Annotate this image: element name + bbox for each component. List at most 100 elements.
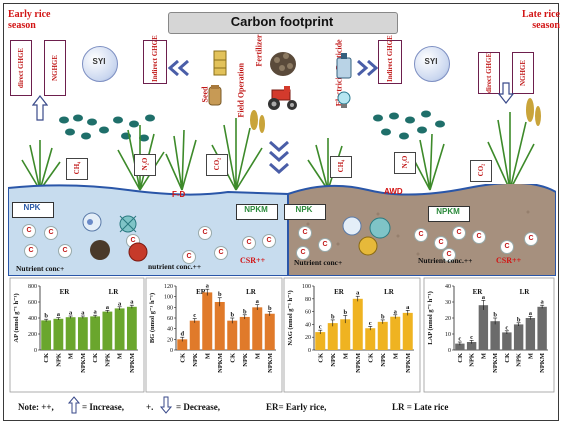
right-indirect-ghge-text: Indirect GHGE (386, 35, 394, 82)
bar (202, 292, 213, 350)
y-axis-label: NAG (nmol g⁻¹ h⁻¹) (287, 290, 294, 345)
group-label: ER (196, 288, 207, 296)
title-text: Carbon footprint (230, 14, 334, 29)
npk-left-box (12, 202, 54, 218)
npkm-left-box (236, 204, 278, 220)
y-tick-label: 0 (34, 348, 37, 354)
bar (513, 324, 524, 350)
fd-regime-text: F-D (172, 190, 186, 199)
significance-letter: b (343, 309, 347, 316)
seed-bag-icon (208, 85, 222, 106)
npkm-right-text: NPKM (436, 207, 460, 216)
significance-letter: b (331, 313, 335, 320)
note-decrease: = Decrease, (176, 402, 220, 412)
category-label: CK (43, 353, 50, 363)
nutrient-label-3: Nutrient conc+ (294, 258, 343, 267)
bar (41, 320, 52, 350)
significance-letter: a (118, 300, 122, 307)
significance-letter: a (482, 294, 486, 301)
category-label: M (527, 353, 534, 359)
early-season-label: Early rice season (8, 9, 51, 31)
ch4-label-right: CH₄ (330, 156, 352, 178)
bar (390, 316, 401, 350)
left-syi-circle (82, 46, 118, 82)
note-prefix: Note: ++, (18, 402, 54, 412)
category-label: NPK (469, 353, 476, 367)
category-label: NPK (242, 353, 249, 367)
y-tick-label: 800 (28, 284, 37, 290)
significance-letter: a (130, 299, 134, 306)
significance-letter: c (319, 324, 322, 331)
y-tick-label: 100 (164, 295, 173, 301)
bar (77, 317, 88, 350)
category-label: CK (179, 353, 186, 363)
significance-letter: a (94, 309, 98, 316)
y-tick-label: 0 (170, 348, 173, 354)
fertilizer-pile-icon (270, 52, 296, 76)
left-nghge-text: NGHGE (51, 54, 59, 82)
significance-letter: b (381, 313, 385, 320)
category-label: NPKM (405, 353, 412, 373)
pesticide-sprayer-icon (336, 53, 352, 79)
group-label: ER (473, 288, 484, 296)
significance-letter: c (193, 312, 196, 319)
bar (478, 305, 489, 350)
carbon-circle: C (22, 224, 36, 238)
up-arrow-icon (32, 95, 48, 121)
bar (537, 306, 547, 350)
carbon-circle: C (452, 226, 466, 240)
y-tick-label: 60 (305, 310, 311, 316)
y-tick-label: 60 (167, 316, 173, 322)
late-season-label: Late rice season (521, 9, 560, 31)
npkm-right-box (428, 206, 470, 222)
category-label: NPKM (80, 353, 87, 373)
category-label: NPKM (129, 353, 136, 373)
co2-text-right: CO₂ (477, 163, 485, 177)
ch4-label-left: CH₄ (66, 158, 88, 180)
npk-left-text: NPK (23, 203, 41, 212)
carbon-circle: C (262, 234, 276, 248)
y-tick-label: 40 (167, 327, 173, 333)
left-syi-text: SYI (92, 57, 106, 66)
category-label: M (392, 353, 399, 359)
carbon-circle: C (242, 236, 256, 250)
co2-text-left: CO₂ (213, 157, 221, 171)
nutrient-label-2: nutrient conc.++ (148, 262, 202, 271)
y-tick-label: 20 (167, 337, 173, 343)
input-fertilizer: Fertilizer (254, 34, 264, 67)
bar (525, 318, 536, 350)
y-tick-label: 200 (28, 332, 37, 338)
carbon-circle: C (298, 226, 312, 240)
co2-label-left: CO₂ (206, 154, 228, 176)
bar (340, 319, 351, 350)
y-tick-label: 600 (28, 300, 37, 306)
category-label: NPK (104, 353, 111, 367)
left-direct-ghge-box: direct GHGE (10, 40, 32, 96)
left-chevron-icon (168, 60, 189, 76)
left-nghge-box: NGHGE (44, 40, 66, 96)
y-tick-label: 30 (445, 300, 451, 306)
diesel-drum-icon (213, 50, 227, 76)
csr-label-2: CSR++ (496, 256, 522, 265)
category-label: NPKM (355, 353, 362, 373)
significance-letter: c (470, 334, 473, 341)
nutrient-label-1: Nutrient conc+ (16, 264, 65, 273)
note-late-rice: LR = Late rice (392, 402, 449, 412)
bar (264, 313, 275, 350)
microbe-cluster-left (82, 212, 148, 262)
y-tick-label: 10 (445, 332, 451, 338)
y-tick-label: 0 (308, 348, 311, 354)
right-direct-ghge-box: direct GHGE (478, 52, 500, 94)
carbon-circle: C (214, 246, 228, 260)
significance-letter: a (57, 311, 61, 318)
significance-letter: a (529, 310, 533, 317)
n2o-text-left: N₂O (141, 157, 149, 171)
bar (214, 302, 225, 350)
awd-regime-text: AWD (384, 187, 403, 196)
significance-letter: a (406, 304, 410, 311)
carbon-circle: C (434, 236, 448, 250)
y-axis-label: LAP (nmol g⁻¹ h⁻¹) (427, 291, 434, 345)
center-down-chevron-icon (269, 140, 289, 175)
right-direct-ghge-text: direct GHGE (485, 52, 493, 93)
